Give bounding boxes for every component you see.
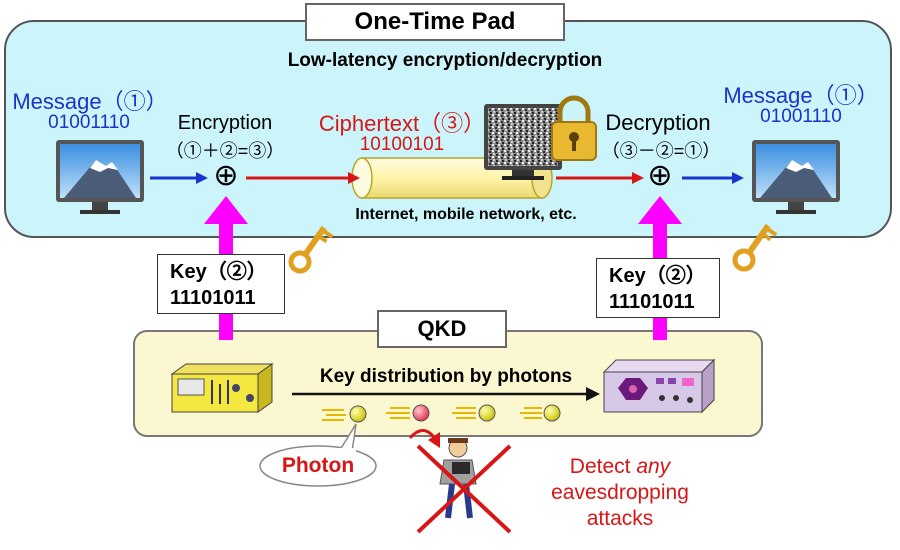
otp-panel — [4, 20, 892, 238]
cross-icon — [416, 444, 512, 534]
eavesdropper-icon — [439, 438, 477, 519]
eavesdrop-line2: eavesdropping — [551, 481, 689, 504]
message-left-label: Message（①） — [12, 89, 168, 114]
otp-title: One-Time Pad — [305, 3, 565, 41]
encryption-label: Encryption — [177, 112, 273, 134]
intercept-arrow — [408, 429, 440, 448]
eavesdrop-line1: Detect any — [569, 455, 671, 478]
padlock-icon — [551, 95, 597, 161]
xor-encrypt-icon: ⊕ — [213, 159, 239, 192]
channel-label: Internet, mobile network, etc. — [355, 206, 577, 223]
monitor-left-icon — [56, 140, 144, 214]
message-right-bits: 01001110 — [760, 106, 842, 127]
qkd-receiver-icon — [602, 358, 716, 414]
ciphertext-arrow-in — [246, 172, 360, 184]
key-right-bits: 11101011 — [609, 291, 695, 313]
qkd-title: QKD — [377, 310, 507, 348]
qkd-transmitter-icon — [170, 363, 274, 413]
monitor-right-icon — [752, 140, 840, 214]
distribution-arrow — [292, 387, 600, 401]
key-left-bits: 11101011 — [170, 287, 256, 309]
photon-callout — [259, 423, 377, 487]
ciphertext-bits: 10100101 — [359, 134, 445, 155]
noise-monitor-icon — [484, 104, 562, 180]
key-right-label: Key（②） — [609, 265, 706, 287]
ciphertext-arrow-out — [556, 172, 644, 184]
distribution-label: Key distribution by photons — [319, 366, 573, 387]
message-left-bits: 01001110 — [48, 112, 130, 133]
decryption-formula: （③－②=①） — [601, 141, 721, 161]
key-left-label: Key（②） — [170, 261, 267, 283]
eavesdrop-line3: attacks — [586, 507, 654, 530]
encryption-formula: （①＋②=③） — [165, 141, 285, 161]
key-box-left: Key（②） 11101011 — [157, 254, 285, 314]
key-box-right: Key（②） 11101011 — [596, 258, 720, 318]
photon-stream — [322, 404, 561, 423]
decryption-label: Decryption — [605, 110, 711, 135]
otp-subtitle: Low-latency encryption/decryption — [287, 50, 603, 71]
message-out-arrow — [682, 172, 744, 184]
eavesdrop-detection-text: Detect any eavesdropping attacks — [520, 454, 720, 532]
ciphertext-label: Ciphertext（③） — [318, 111, 486, 136]
photon-label: Photon — [281, 454, 355, 477]
key-left-icon — [288, 225, 334, 274]
key-right-icon — [732, 223, 778, 272]
message-in-arrow — [150, 172, 208, 184]
xor-decrypt-icon: ⊕ — [647, 159, 673, 192]
message-right-label: Message（①） — [723, 83, 879, 108]
